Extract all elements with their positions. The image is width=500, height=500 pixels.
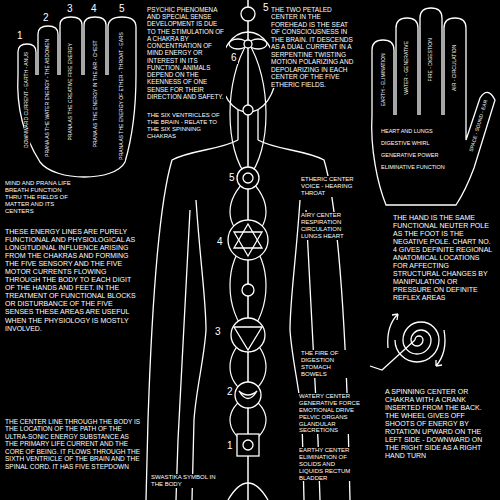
- left-torso: [192, 200, 206, 500]
- rotation-arrow: [388, 314, 398, 348]
- note-text: THE CENTER LINE THROUGH THE BODY IS THE …: [4, 418, 144, 470]
- earth-core: [243, 440, 253, 450]
- ring-finger: [396, 18, 418, 115]
- index-finger: [444, 18, 466, 115]
- crank: [370, 340, 415, 370]
- note-text: PSYCHIC PHENOMENA AND SPECIAL SENSE DEVE…: [146, 6, 226, 100]
- note-text: THE TWO PETALED CENTER IN THE FOREHEAD I…: [270, 6, 358, 88]
- callout-number: 6: [230, 52, 238, 64]
- throat-chakra-core: [243, 173, 253, 183]
- note-text: MIND AND PRANA LIFE BREATH FUNCTION THRU…: [4, 180, 74, 214]
- hand-outline: [372, 8, 495, 205]
- left-inner-arm: [176, 210, 190, 500]
- center-label: AIRY CENTER RESPIRATION CIRCULATION LUNG…: [300, 212, 358, 240]
- callout-number: 5: [228, 172, 236, 184]
- chakras: [228, 7, 268, 456]
- note-text: A SPINNING CENTER OR CHAKRA WITH A CRANK…: [384, 388, 494, 460]
- toe-label: DOWNWARD CURRENT - EARTH - ANUS: [24, 51, 30, 149]
- toe-label: PRANA AS THE ENERGY IN THE AIR - CHEST: [92, 40, 98, 149]
- center-label: EARTHY CENTER ELIMINATION OF SOLIDS AND …: [298, 447, 360, 481]
- toe-number: 1: [16, 30, 24, 42]
- callout-number: 5: [262, 2, 270, 14]
- toe-number: 3: [66, 3, 74, 15]
- little-finger: [372, 40, 394, 115]
- toe-number: 2: [42, 12, 50, 24]
- ventricle-center: [243, 105, 253, 115]
- callout-number: 1: [226, 440, 234, 452]
- foot-outline: [18, 17, 136, 177]
- palm-label: GENERATIVE POWER: [380, 152, 439, 158]
- solar-chakra: [231, 318, 265, 352]
- toe-label: PRANA AS THE WATER ENERGY - THE ABDOMEN: [45, 38, 51, 158]
- hexagram-triangle: [234, 232, 262, 256]
- palm-outline: [372, 92, 495, 205]
- heart-chakra: [228, 220, 268, 260]
- center-label: ETHERIC CENTER VOICE - HEARING THROAT: [300, 176, 362, 197]
- earth-square: [237, 434, 259, 456]
- finger-label: FIRE - DIGESTION: [428, 37, 434, 82]
- toe-label: PRANA AS THE CREATIVE FIRE ENERGY: [68, 42, 74, 141]
- forehead-center: [244, 40, 252, 48]
- left-shoulder-arm: [146, 140, 238, 500]
- toe-label: PRANA AS THE ENERGY OF ETHER - THROAT - …: [119, 31, 125, 161]
- palm-label: HEART AND LUNGS: [380, 128, 434, 134]
- note-text: SWASTIKA SYMBOL IN THE BODY: [150, 474, 226, 488]
- callout-number: 2: [226, 386, 234, 398]
- toe-number: 5: [118, 3, 126, 15]
- water-crescent: [239, 391, 257, 399]
- crown-chakra: [241, 7, 255, 21]
- note-text: THE HAND IS THE SAME FUNCTIONAL NEUTER P…: [392, 214, 494, 303]
- center-label: WATERY CENTER GENERATIVE FORCE EMOTIONAL…: [298, 393, 364, 434]
- throat-chakra: [237, 167, 259, 189]
- water-chakra: [235, 382, 261, 408]
- fire-triangle: [234, 327, 262, 350]
- rotation-arrow: [436, 330, 445, 366]
- note-text: THESE ENERGY LINES ARE PURELY FUNCTIONAL…: [4, 228, 140, 333]
- toe-number: 4: [90, 3, 98, 15]
- callout-number: 4: [216, 236, 224, 248]
- callout-number: 3: [214, 326, 222, 338]
- middle-finger: [420, 8, 442, 115]
- spinning-wheel: [370, 314, 445, 370]
- hexagram-triangle: [234, 224, 262, 248]
- wheel-spiral: [395, 322, 439, 362]
- palm-label: DIGESTIVE WHIRL: [380, 140, 431, 146]
- note-text: THE SIX VENTRICLES OF THE BRAIN - RELATE…: [146, 112, 226, 140]
- minor-center: [242, 284, 254, 296]
- palm-label: ELIMINATIVE FUNCTION: [380, 164, 446, 170]
- finger-label: AIR - CIRCULATION: [452, 44, 458, 92]
- finger-label: EARTH - ELIMINATION: [380, 53, 386, 108]
- center-label: THE FIRE OF DIGESTION STOMACH BOWELS: [300, 350, 354, 378]
- finger-label: WATER - GENERATIVE: [404, 40, 410, 96]
